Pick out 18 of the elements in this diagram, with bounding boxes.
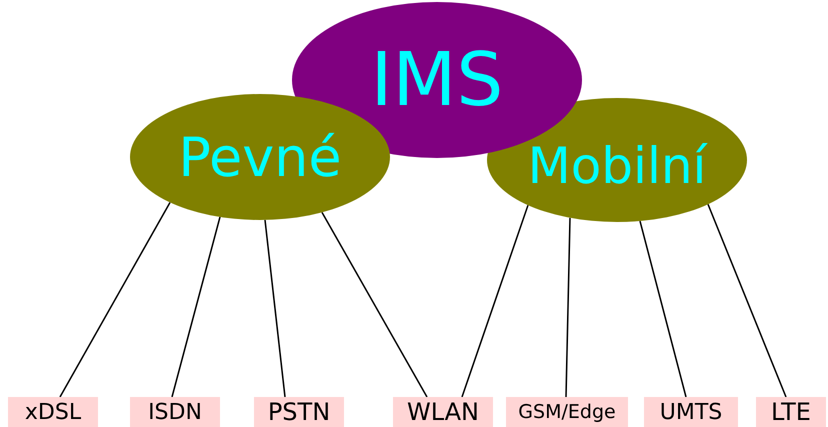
connector-line [461, 204, 529, 398]
connector-line [639, 220, 687, 398]
connector-line [59, 202, 171, 398]
access-network-label: WLAN [393, 397, 493, 427]
ellipse-label: Pevné [178, 126, 342, 188]
connector-line [321, 212, 428, 398]
ellipse-label: Mobilní [528, 137, 706, 195]
access-network-label: ISDN [130, 397, 220, 427]
access-network-label: PSTN [254, 397, 344, 427]
connector-line [264, 220, 286, 398]
access-network-label: LTE [756, 397, 826, 427]
connector-line [171, 216, 221, 398]
access-network-label: GSM/Edge [506, 397, 628, 427]
access-network-label: xDSL [8, 397, 98, 427]
connector-line [565, 218, 571, 398]
connector-line [707, 204, 787, 398]
access-network-label: UMTS [644, 397, 738, 427]
ellipse-label: IMS [370, 37, 504, 123]
